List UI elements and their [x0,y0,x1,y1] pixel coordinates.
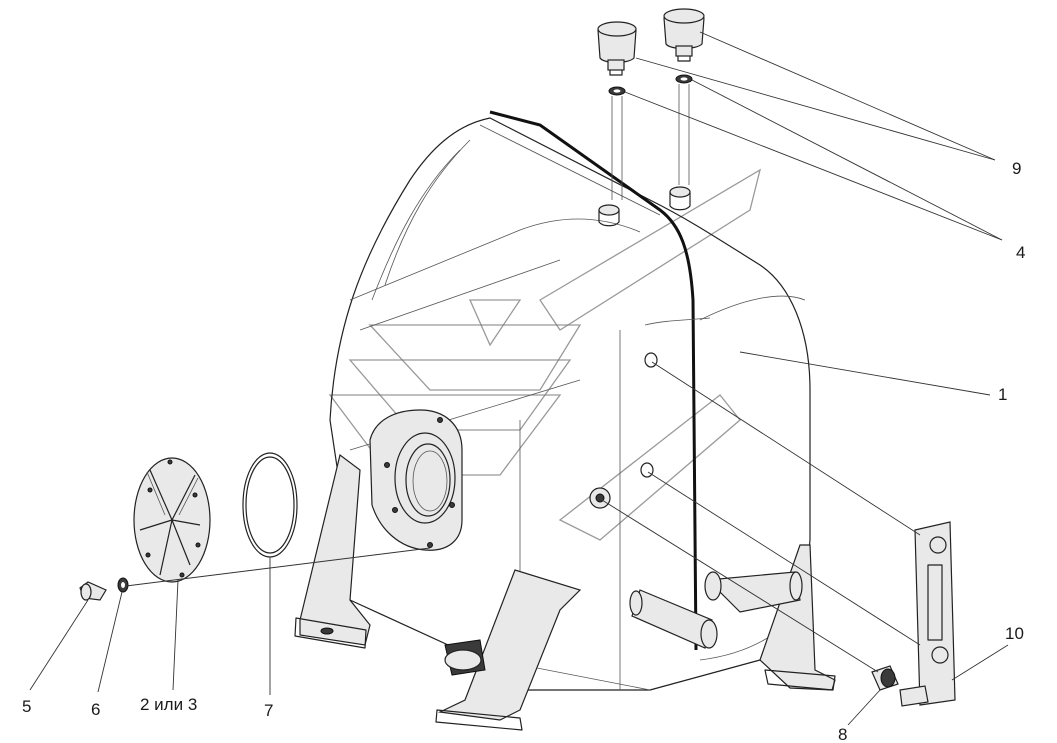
callout-2-or-3: 2 или 3 [140,695,197,714]
callout-7: 7 [264,701,273,720]
bolt [79,581,107,601]
leader-lines [29,31,1009,726]
callout-10: 10 [1005,624,1024,643]
callout-9: 9 [1012,159,1021,178]
callout-6: 6 [91,700,100,719]
callout-labels: 1 2 или 3 4 5 6 7 8 9 10 [22,159,1025,743]
inspection-flange [369,409,463,551]
level-gauge [899,521,956,707]
callout-8: 8 [838,725,847,743]
breather-caps [597,8,705,200]
tank-supports [294,453,836,731]
spring-washer [117,577,129,593]
callout-4: 4 [1016,243,1025,262]
o-ring [242,452,298,558]
callout-5: 5 [22,697,31,716]
callout-1: 1 [998,385,1007,404]
tank-pipes [444,571,803,676]
tank-body [329,110,811,691]
drain-plug [871,665,899,691]
cover-plate [133,457,211,583]
